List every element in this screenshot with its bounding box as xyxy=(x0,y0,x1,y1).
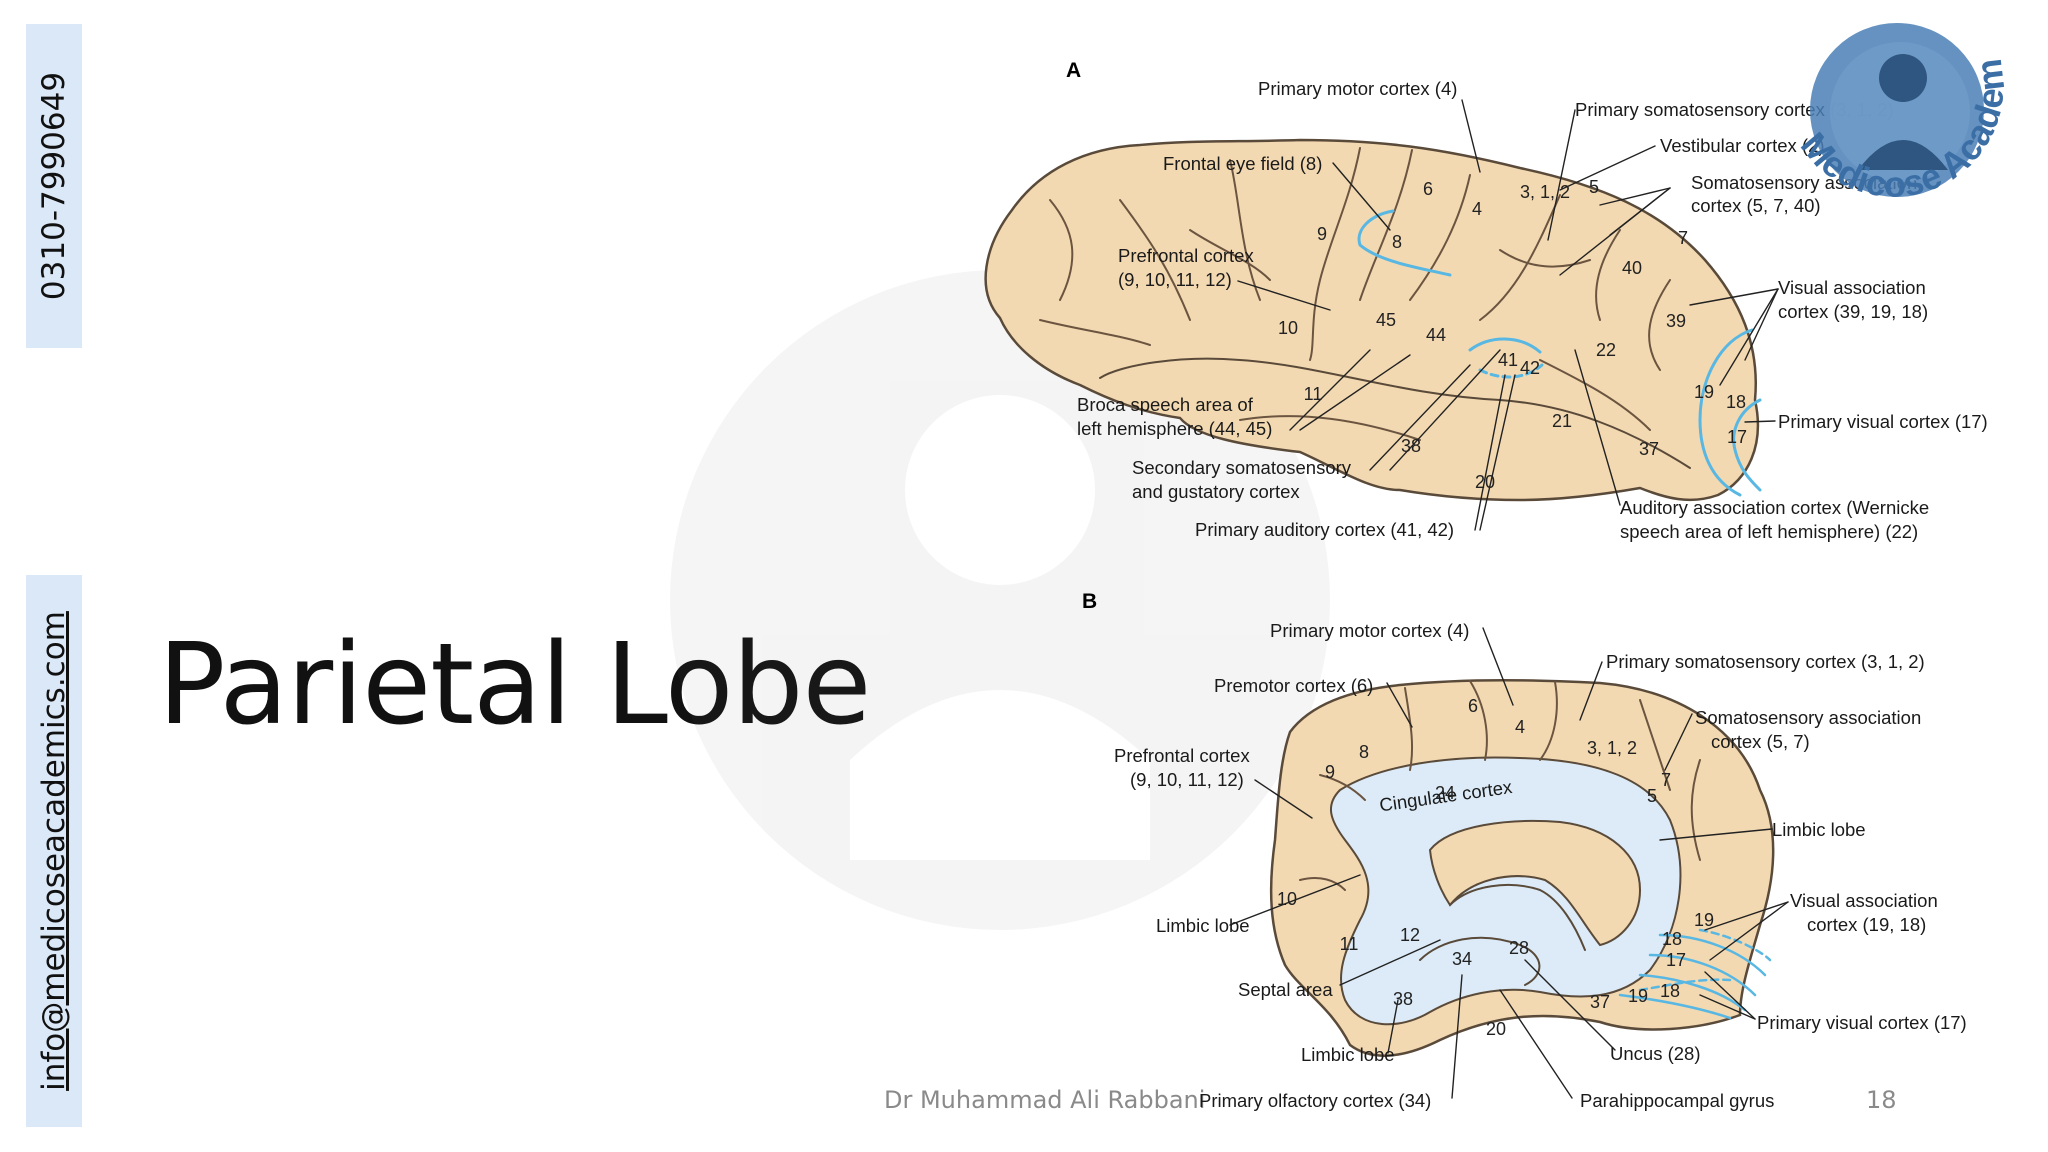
label-broca-1: Broca speech area of xyxy=(1077,394,1254,415)
area-44: 44 xyxy=(1426,325,1446,345)
label-visual-assoc-b-2: cortex (19, 18) xyxy=(1807,914,1926,935)
label-limbic-bottom: Limbic lobe xyxy=(1301,1044,1395,1065)
area-7: 7 xyxy=(1678,228,1688,248)
label-auditory-assoc-2: speech area of left hemisphere) (22) xyxy=(1620,521,1918,542)
area-b4: 4 xyxy=(1515,717,1525,737)
label-uncus: Uncus (28) xyxy=(1610,1043,1700,1064)
label-frontal-eye-field: Frontal eye field (8) xyxy=(1163,153,1322,174)
diagram-b: B Cingulate cortex xyxy=(1082,590,1967,1111)
area-6: 6 xyxy=(1423,179,1433,199)
label-limbic-left: Limbic lobe xyxy=(1156,915,1250,936)
area-b3-1-2: 3, 1, 2 xyxy=(1587,738,1637,758)
label-parahippocampal: Parahippocampal gyrus xyxy=(1580,1090,1774,1111)
label-soma-assoc-b-2: cortex (5, 7) xyxy=(1711,731,1810,752)
area-b34: 34 xyxy=(1452,949,1472,969)
area-b8: 8 xyxy=(1359,742,1369,762)
doctor-avatar-icon xyxy=(1879,54,1927,102)
area-8: 8 xyxy=(1392,232,1402,252)
label-premotor: Premotor cortex (6) xyxy=(1214,675,1373,696)
area-b18b: 18 xyxy=(1660,981,1680,1001)
sidebar-phone-box xyxy=(26,24,82,348)
author-footer: Dr Muhammad Ali Rabbani xyxy=(884,1086,1206,1114)
area-3-1-2: 3, 1, 2 xyxy=(1520,182,1570,202)
label-visual-assoc-a-1: Visual association xyxy=(1778,277,1926,298)
area-b28: 28 xyxy=(1509,938,1529,958)
label-visual-assoc-b-1: Visual association xyxy=(1790,890,1938,911)
area-b19: 19 xyxy=(1694,910,1714,930)
area-b19b: 19 xyxy=(1628,986,1648,1006)
label-vestibular: Vestibular cortex (2) xyxy=(1660,135,1825,156)
label-primary-visual-a: Primary visual cortex (17) xyxy=(1778,411,1988,432)
area-b17: 17 xyxy=(1666,950,1686,970)
label-soma-assoc-b-1: Somatosensory association xyxy=(1695,707,1921,728)
area-b11: 11 xyxy=(1340,934,1359,954)
area-37: 37 xyxy=(1639,439,1659,459)
diagram-a-letter: A xyxy=(1066,59,1081,82)
label-primary-visual-b: Primary visual cortex (17) xyxy=(1757,1012,1967,1033)
area-5: 5 xyxy=(1589,177,1599,197)
area-11: 11 xyxy=(1304,384,1323,404)
label-prefrontal-b-2: (9, 10, 11, 12) xyxy=(1130,769,1244,790)
area-b10: 10 xyxy=(1277,889,1297,909)
area-b20: 20 xyxy=(1486,1019,1506,1039)
area-41: 41 xyxy=(1498,350,1518,370)
label-prefrontal-a-1: Prefrontal cortex xyxy=(1118,245,1254,266)
label-prefrontal-a-2: (9, 10, 11, 12) xyxy=(1118,269,1232,290)
label-secondary-1: Secondary somatosensory xyxy=(1132,457,1352,478)
label-soma-assoc-a-2: cortex (5, 7, 40) xyxy=(1691,195,1821,216)
label-primary-motor-a: Primary motor cortex (4) xyxy=(1258,78,1457,99)
area-b18a: 18 xyxy=(1662,929,1682,949)
sidebar-email-box xyxy=(26,575,82,1127)
label-limbic-right: Limbic lobe xyxy=(1772,819,1866,840)
area-10: 10 xyxy=(1278,318,1298,338)
area-b24: 24 xyxy=(1435,783,1455,803)
area-b5: 5 xyxy=(1647,786,1657,806)
area-b7: 7 xyxy=(1661,770,1671,790)
area-9: 9 xyxy=(1317,224,1327,244)
medial-inner-region xyxy=(1330,756,1682,1026)
area-40: 40 xyxy=(1622,258,1642,278)
label-septal: Septal area xyxy=(1238,979,1333,1000)
label-broca-2: left hemisphere (44, 45) xyxy=(1077,418,1272,439)
label-auditory-assoc-1: Auditory association cortex (Wernicke xyxy=(1620,497,1929,518)
area-b12: 12 xyxy=(1400,925,1420,945)
area-45: 45 xyxy=(1376,310,1396,330)
area-b9: 9 xyxy=(1325,762,1335,782)
area-42: 42 xyxy=(1520,358,1540,378)
page-number: 18 xyxy=(1866,1086,1897,1114)
diagram-a: A 6 xyxy=(984,59,1988,542)
area-22: 22 xyxy=(1596,340,1616,360)
slide-title: Parietal Lobe xyxy=(158,620,871,750)
label-visual-assoc-a-2: cortex (39, 19, 18) xyxy=(1778,301,1928,322)
area-39: 39 xyxy=(1666,311,1686,331)
label-primary-motor-b: Primary motor cortex (4) xyxy=(1270,620,1469,641)
area-18: 18 xyxy=(1726,392,1746,412)
area-19: 19 xyxy=(1694,382,1714,402)
area-b6: 6 xyxy=(1468,696,1478,716)
label-prefrontal-b-1: Prefrontal cortex xyxy=(1114,745,1250,766)
area-b38: 38 xyxy=(1393,989,1413,1009)
diagram-b-letter: B xyxy=(1082,590,1097,613)
label-olfactory: Primary olfactory cortex (34) xyxy=(1199,1090,1431,1111)
area-b37: 37 xyxy=(1590,992,1610,1012)
area-17: 17 xyxy=(1727,427,1747,447)
label-primary-somatosensory-b: Primary somatosensory cortex (3, 1, 2) xyxy=(1606,651,1925,672)
background-watermark xyxy=(670,270,1330,930)
area-21: 21 xyxy=(1552,411,1572,431)
area-4: 4 xyxy=(1472,199,1482,219)
label-primary-auditory: Primary auditory cortex (41, 42) xyxy=(1195,519,1454,540)
label-secondary-2: and gustatory cortex xyxy=(1132,481,1300,502)
